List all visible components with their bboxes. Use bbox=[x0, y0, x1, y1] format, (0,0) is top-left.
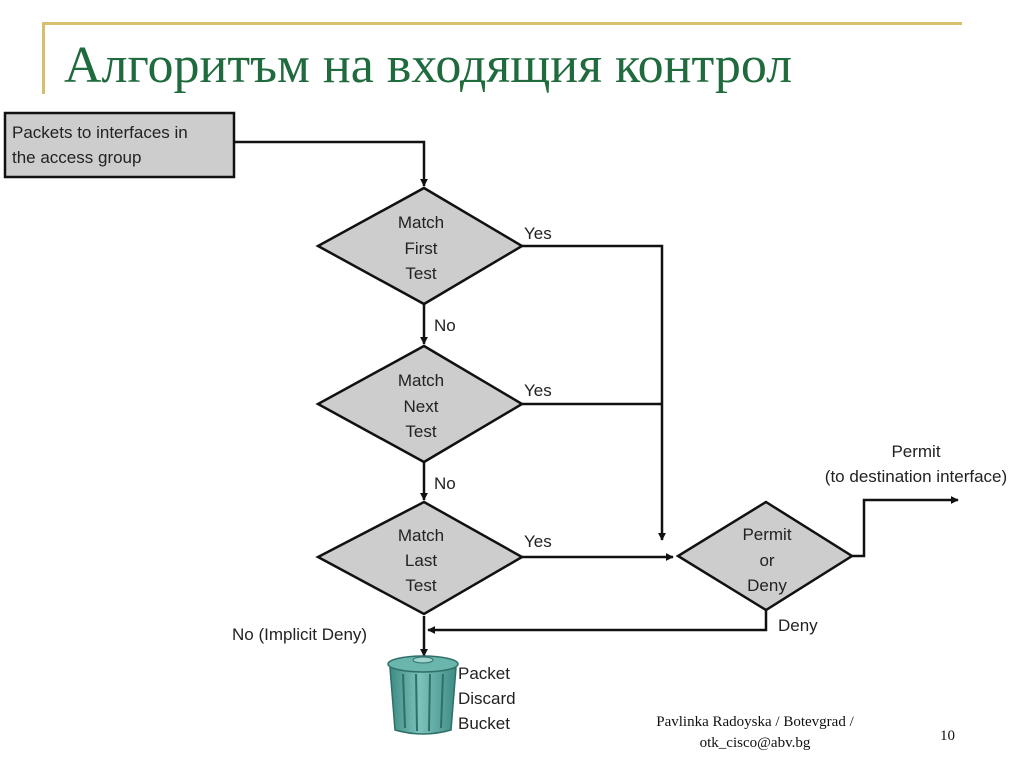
first-yes-line bbox=[522, 244, 666, 541]
start-box-line1: Packets to interfaces in bbox=[12, 123, 188, 142]
discard-line1: Packet bbox=[458, 664, 510, 683]
decision-last-line1: Match bbox=[398, 526, 444, 545]
decision-permit-or-deny: Permit or Deny bbox=[675, 500, 855, 612]
yes-label-next: Yes bbox=[524, 381, 552, 400]
decision-next-line3: Test bbox=[405, 422, 436, 441]
trash-bucket-icon bbox=[387, 655, 459, 735]
start-box-line2: the access group bbox=[12, 148, 141, 167]
decision-match-next: Match Next Test bbox=[315, 344, 525, 464]
decision-last-line3: Test bbox=[405, 576, 436, 595]
slide-footer: Pavlinka Radoyska / Botevgrad / otk_cisc… bbox=[600, 712, 910, 754]
permit-destination-label: (to destination interface) bbox=[825, 467, 1007, 486]
footer-author: Pavlinka Radoyska / Botevgrad / bbox=[656, 714, 854, 730]
implicit-deny-label: No (Implicit Deny) bbox=[232, 625, 367, 644]
decision-match-last: Match Last Test bbox=[315, 500, 525, 616]
decision-match-first: Match First Test bbox=[315, 186, 525, 306]
decision-first-line1: Match bbox=[398, 213, 444, 232]
slide-frame-left bbox=[42, 22, 45, 94]
discard-line3: Bucket bbox=[458, 714, 510, 733]
page-number: 10 bbox=[940, 728, 955, 744]
permit-label: Permit bbox=[891, 442, 940, 461]
decision-permit-line2: or bbox=[759, 551, 774, 570]
start-to-first-arrow bbox=[234, 140, 428, 187]
no-label-first: No bbox=[434, 316, 456, 335]
decision-first-line3: Test bbox=[405, 264, 436, 283]
no-label-next: No bbox=[434, 474, 456, 493]
decision-next-line1: Match bbox=[398, 371, 444, 390]
footer-email: otk_cisco@abv.bg bbox=[699, 735, 811, 751]
slide-frame-top bbox=[42, 22, 962, 25]
decision-permit-line3: Deny bbox=[747, 576, 787, 595]
yes-label-last: Yes bbox=[524, 532, 552, 551]
decision-next-line2: Next bbox=[404, 397, 439, 416]
deny-return-arrow bbox=[427, 608, 768, 634]
decision-last-line2: Last bbox=[405, 551, 437, 570]
yes-label-first: Yes bbox=[524, 224, 552, 243]
slide-title: Алгоритъм на входящия контрол bbox=[64, 37, 793, 94]
decision-first-line2: First bbox=[404, 239, 437, 258]
start-box: Packets to interfaces in the access grou… bbox=[3, 111, 236, 179]
permit-exit-arrow bbox=[852, 496, 959, 558]
discard-line2: Discard bbox=[458, 689, 516, 708]
decision-permit-line1: Permit bbox=[742, 525, 791, 544]
connectors bbox=[234, 140, 959, 657]
deny-label: Deny bbox=[778, 616, 818, 635]
